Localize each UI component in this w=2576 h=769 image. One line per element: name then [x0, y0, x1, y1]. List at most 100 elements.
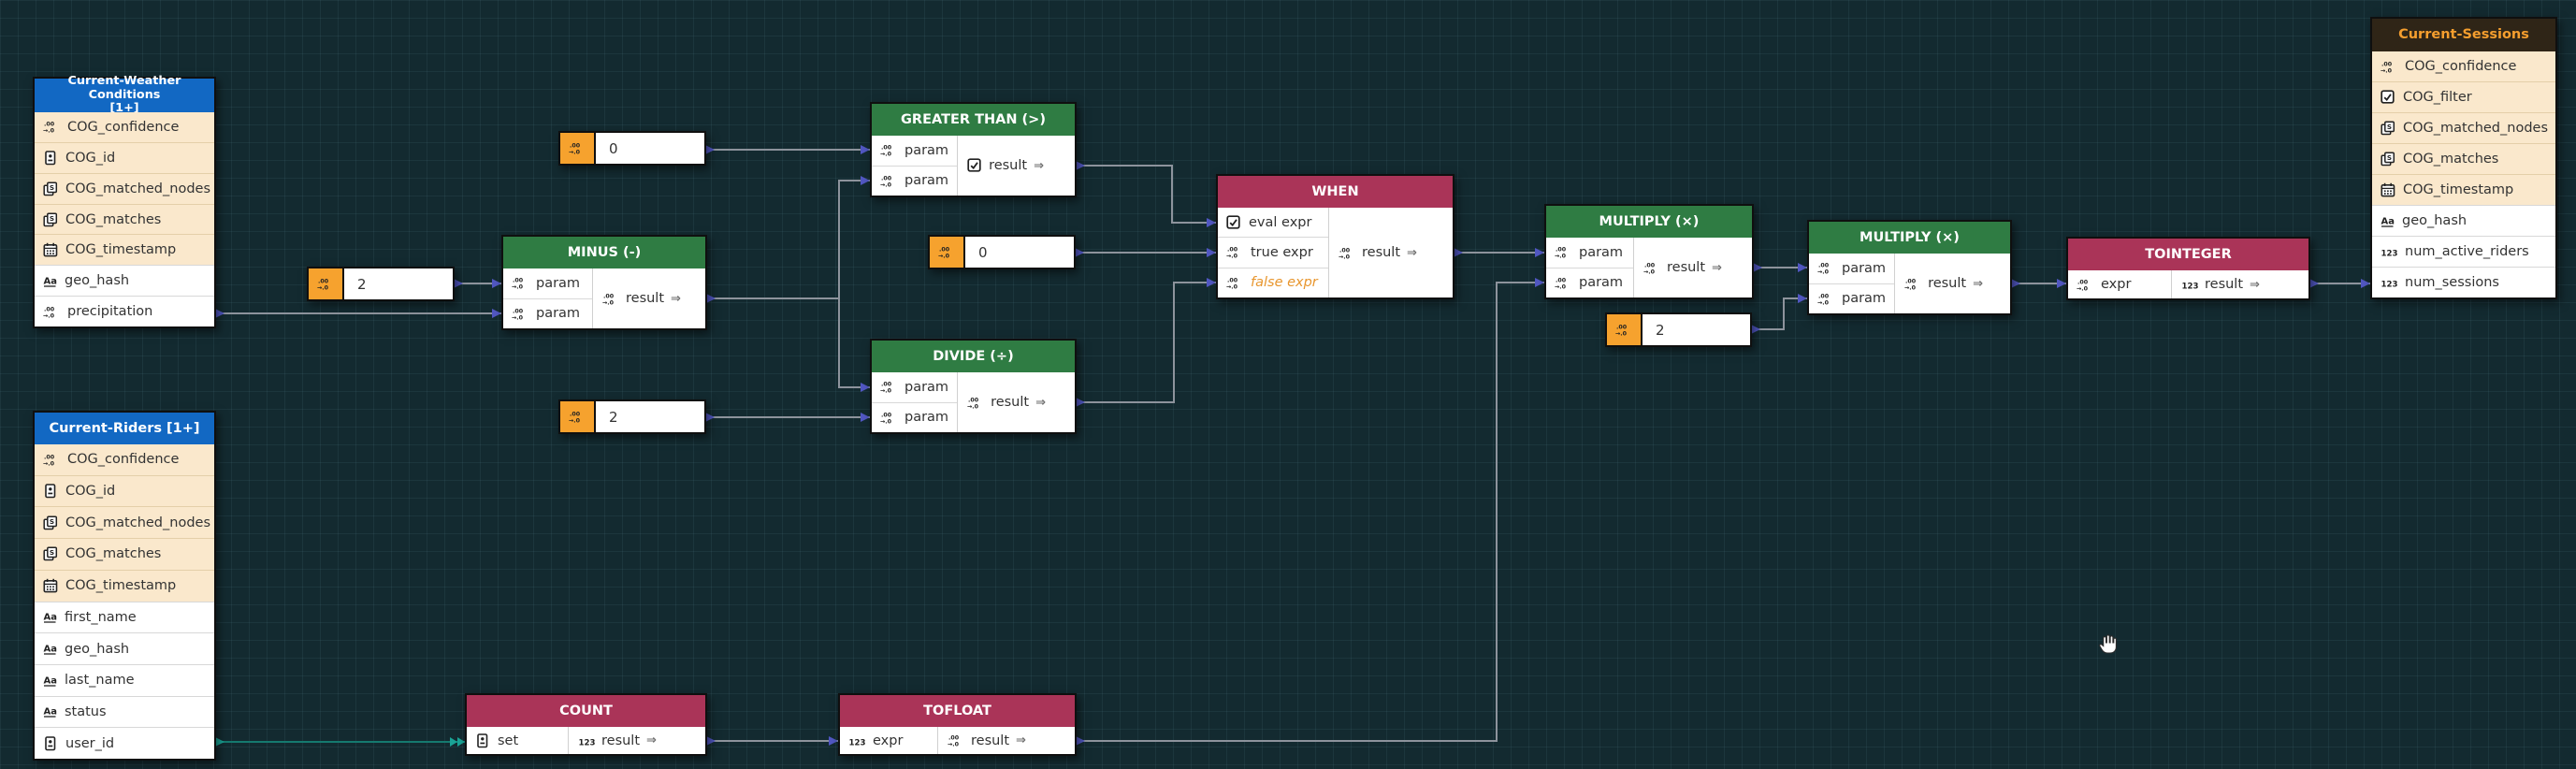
port-param-1[interactable]: param [872, 372, 958, 402]
constant-2-b[interactable]: 2 [558, 399, 706, 434]
port-result[interactable]: result ⇒ [2171, 270, 2308, 298]
node-header[interactable]: Current-Weather Conditions [1+] [35, 74, 214, 115]
port-param-1[interactable]: param [872, 136, 958, 166]
field-precipitation[interactable]: precipitation [35, 296, 214, 327]
constant-2-a[interactable]: 2 [307, 267, 455, 301]
node-header[interactable]: WHEN [1218, 176, 1453, 208]
field-cog-matches[interactable]: COG_matches [2372, 143, 2555, 174]
edge-minus-to-greater[interactable] [706, 176, 870, 303]
port-param-1[interactable]: param [1809, 254, 1895, 283]
field-cog-timestamp[interactable]: COG_timestamp [35, 569, 214, 602]
field-cog-matches[interactable]: COG_matches [35, 203, 214, 235]
node-header[interactable]: MULTIPLY (×) [1546, 206, 1752, 238]
field-user-id[interactable]: user_id [35, 727, 214, 760]
port-true-expr[interactable]: true expr [1218, 237, 1328, 268]
port-param-1[interactable]: param [1546, 238, 1633, 268]
node-multiply-2[interactable]: MULTIPLY (×) param param result ⇒ [1807, 220, 2012, 315]
string-icon [43, 706, 57, 718]
edge-const2c-to-multiply2[interactable] [1751, 294, 1807, 334]
port-false-expr[interactable]: false expr [1218, 267, 1328, 297]
field-cog-confidence[interactable]: COG_confidence [35, 444, 214, 475]
node-count[interactable]: COUNT set result ⇒ [465, 693, 707, 756]
field-cog-id[interactable]: COG_id [35, 141, 214, 173]
constant-value[interactable]: 0 [978, 243, 988, 261]
port-expr[interactable]: expr [2068, 270, 2171, 298]
field-cog-matched-nodes[interactable]: COG_matched_nodes [35, 172, 214, 204]
float-icon [930, 237, 965, 268]
port-result[interactable]: result ⇒ [1894, 254, 2010, 313]
field-cog-filter[interactable]: COG_filter [2372, 81, 2555, 112]
constant-value[interactable]: 2 [357, 275, 367, 293]
node-when[interactable]: WHEN eval expr true expr false expr resu… [1216, 174, 1454, 299]
field-cog-matches[interactable]: COG_matches [35, 538, 214, 570]
node-current-sessions[interactable]: Current-Sessions COG_confidence COG_filt… [2370, 17, 2557, 299]
port-param-2[interactable]: param [503, 297, 592, 328]
node-tointeger[interactable]: TOINTEGER expr result ⇒ [2066, 237, 2310, 300]
node-title: Current-Riders [1+] [49, 420, 200, 436]
field-cog-matched-nodes[interactable]: COG_matched_nodes [35, 506, 214, 539]
port-param-2[interactable]: param [872, 401, 958, 432]
node-header[interactable]: GREATER THAN (>) [872, 104, 1075, 136]
node-header[interactable]: MULTIPLY (×) [1809, 222, 2010, 254]
node-header[interactable]: Current-Sessions [2372, 19, 2555, 51]
port-result[interactable]: result ⇒ [957, 136, 1075, 196]
constant-value[interactable]: 2 [609, 408, 618, 426]
field-cog-id[interactable]: COG_id [35, 474, 214, 507]
float-icon [1817, 293, 1830, 306]
node-header[interactable]: Current-Riders [1+] [35, 413, 214, 444]
port-expr[interactable]: expr [840, 727, 937, 754]
field-num-sessions[interactable]: num_sessions [2372, 267, 2555, 297]
field-cog-timestamp[interactable]: COG_timestamp [2372, 174, 2555, 205]
port-param-2[interactable]: param [1546, 267, 1633, 297]
node-header[interactable]: COUNT [467, 695, 705, 727]
field-num-active-riders[interactable]: num_active_riders [2372, 236, 2555, 267]
port-result[interactable]: result ⇒ [592, 268, 705, 328]
node-header[interactable]: TOFLOAT [840, 695, 1075, 727]
port-param-2[interactable]: param [1809, 283, 1895, 313]
constant-0-a[interactable]: 0 [558, 131, 706, 166]
field-geo-hash[interactable]: geo_hash [35, 632, 214, 664]
port-result[interactable]: result ⇒ [937, 727, 1075, 754]
edge-divide-to-when-false[interactable] [1076, 278, 1216, 407]
port-result[interactable]: result ⇒ [1633, 238, 1752, 297]
node-header[interactable]: DIVIDE (÷) [872, 341, 1075, 372]
port-result[interactable]: result ⇒ [1328, 208, 1453, 297]
edge-minus-to-divide[interactable] [838, 298, 870, 392]
node-tofloat[interactable]: TOFLOAT expr result ⇒ [838, 693, 1077, 756]
edge-greater-to-when-eval[interactable] [1076, 161, 1216, 227]
float-icon [948, 734, 960, 747]
field-cog-confidence[interactable]: COG_confidence [2372, 51, 2555, 81]
constant-value[interactable]: 0 [609, 139, 618, 157]
list-icon [2381, 121, 2395, 136]
field-first-name[interactable]: first_name [35, 601, 214, 633]
port-param-1[interactable]: param [503, 268, 592, 298]
node-header[interactable]: MINUS (-) [503, 237, 705, 268]
port-result[interactable]: result ⇒ [568, 727, 705, 754]
constant-0-b[interactable]: 0 [928, 235, 1076, 269]
node-header[interactable]: TOINTEGER [2068, 239, 2308, 270]
port-param-2[interactable]: param [872, 165, 958, 196]
node-multiply-1[interactable]: MULTIPLY (×) param param result ⇒ [1544, 204, 1754, 299]
node-current-riders[interactable]: Current-Riders [1+] COG_confidence COG_i… [33, 411, 216, 761]
field-cog-confidence[interactable]: COG_confidence [35, 112, 214, 142]
node-minus[interactable]: MINUS (-) param param result ⇒ [501, 235, 707, 330]
field-cog-timestamp[interactable]: COG_timestamp [35, 234, 214, 266]
field-status[interactable]: status [35, 695, 214, 728]
port-eval-expr[interactable]: eval expr [1218, 208, 1328, 238]
list-icon [43, 211, 58, 226]
port-set[interactable]: set [467, 727, 568, 754]
edge-tofloat-to-multiply1[interactable] [1076, 278, 1544, 746]
checkbox-icon [967, 158, 981, 172]
node-current-weather-conditions[interactable]: Current-Weather Conditions [1+] COG_conf… [33, 74, 216, 328]
node-greater-than[interactable]: GREATER THAN (>) param param result ⇒ [870, 102, 1077, 197]
constant-2-c[interactable]: 2 [1605, 312, 1752, 347]
string-icon [2381, 215, 2395, 227]
node-divide[interactable]: DIVIDE (÷) param param result ⇒ [870, 339, 1077, 434]
field-geo-hash[interactable]: geo_hash [35, 265, 214, 297]
field-last-name[interactable]: last_name [35, 663, 214, 696]
port-result[interactable]: result ⇒ [957, 372, 1075, 432]
field-geo-hash[interactable]: geo_hash [2372, 205, 2555, 236]
field-cog-matched-nodes[interactable]: COG_matched_nodes [2372, 112, 2555, 143]
constant-value[interactable]: 2 [1656, 321, 1665, 339]
